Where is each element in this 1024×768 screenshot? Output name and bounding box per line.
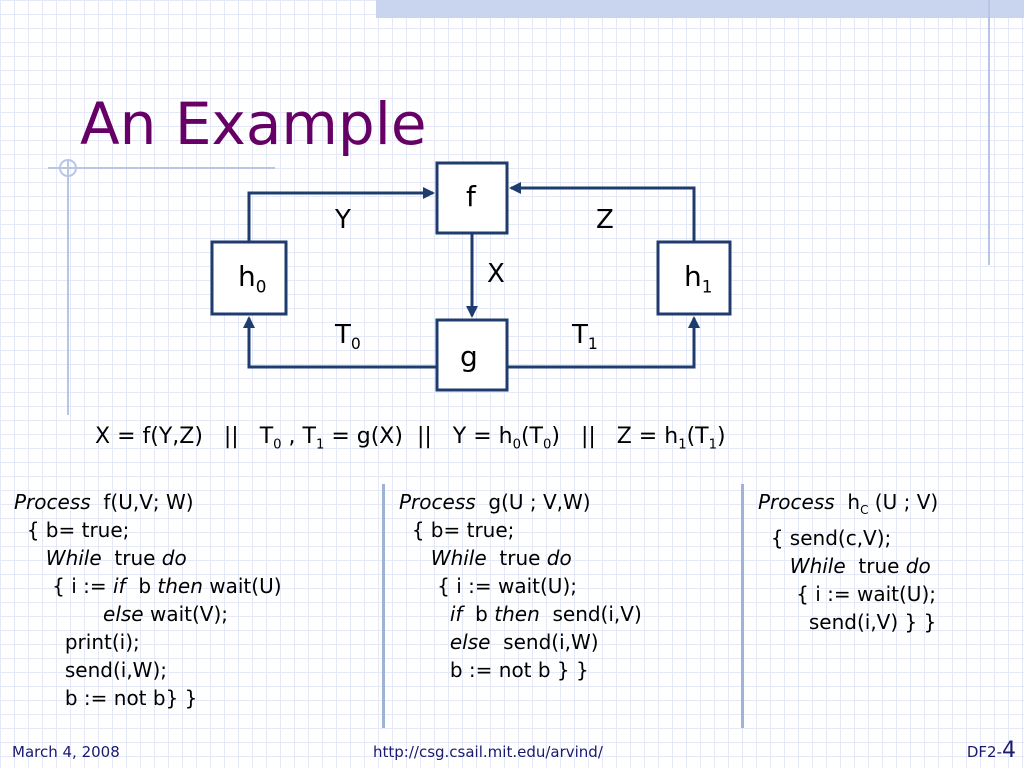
edge-t0-label: T0 [335, 320, 361, 354]
edge-y-label: Y [335, 205, 351, 235]
code-line: { i := if b then wait(U) [14, 574, 282, 598]
code-line: { i := wait(U); [399, 574, 577, 598]
edge-y [247, 187, 435, 242]
code-line: print(i); [14, 630, 140, 654]
edge-z-label: Z [596, 205, 614, 235]
node-f-label: f [466, 180, 476, 213]
code-line: While true do [789, 554, 931, 578]
code-line: send(i,V) } } [758, 610, 937, 634]
code-line: { i := wait(U); [758, 582, 936, 606]
code-line: else send(i,W) [449, 630, 599, 654]
code-line: b := not b } } [399, 658, 589, 682]
code-line: { b= true; [14, 518, 130, 542]
process-hc-code: Process hC (U ; V) { send(c,V); While tr… [758, 488, 938, 636]
edge-t1 [507, 316, 700, 369]
code-line: Process g(U ; V,W) [399, 490, 591, 514]
process-f-code: Process f(U,V; W) { b= true; While true … [14, 488, 282, 712]
column-divider-1 [382, 484, 385, 728]
column-divider-2 [741, 484, 744, 728]
code-line: b := not b} } [14, 686, 198, 710]
code-line: send(i,W); [14, 658, 167, 682]
code-line: While true do [430, 546, 572, 570]
footer-date: March 4, 2008 [12, 743, 120, 761]
top-accent-bar [376, 0, 1024, 18]
slide-number: DF2-4 [966, 738, 1016, 763]
code-line: While true do [45, 546, 187, 570]
code-line: Process hC (U ; V) [758, 490, 939, 517]
node-g-label: g [460, 340, 478, 373]
code-line: if b then send(i,V) [449, 602, 642, 626]
equation-line: X = f(Y,Z) || T0 , T1 = g(X) || Y = h0(T… [95, 424, 726, 453]
edge-z [509, 182, 696, 242]
node-g-box [435, 318, 509, 392]
guide-circle [59, 159, 77, 177]
node-h0-label: h0 [238, 260, 267, 297]
edge-x-label: X [487, 259, 505, 289]
node-h1-label: h1 [684, 260, 713, 297]
node-f-box [435, 161, 509, 235]
code-line: { b= true; [399, 518, 515, 542]
code-line: { send(c,V); [758, 526, 892, 550]
footer-url[interactable]: http://csg.csail.mit.edu/arvind/ [373, 743, 603, 761]
page-title: An Example [80, 90, 427, 158]
process-g-code: Process g(U ; V,W) { b= true; While true… [399, 488, 642, 684]
code-line: Process f(U,V; W) [14, 490, 194, 514]
edge-t1-label: T1 [572, 320, 598, 354]
edge-t0 [243, 316, 437, 369]
code-line: else wait(V); [103, 602, 229, 626]
